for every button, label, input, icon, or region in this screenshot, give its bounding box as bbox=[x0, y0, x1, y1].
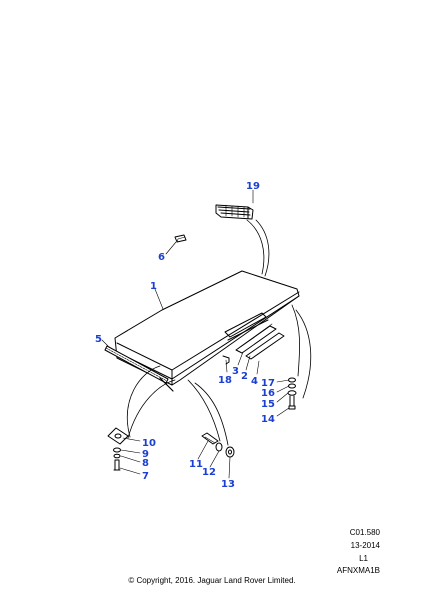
illustration-id: AFNXMA1B bbox=[336, 566, 380, 575]
callout-9: 9 bbox=[142, 449, 149, 460]
part-6-clip bbox=[174, 234, 187, 243]
copyright-notice: © Copyright, 2016. Jaguar Land Rover Lim… bbox=[128, 576, 296, 585]
part-1-panel bbox=[114, 270, 300, 386]
callout-18: 18 bbox=[218, 375, 232, 386]
reference-date: 13-2014 bbox=[350, 541, 380, 550]
callout-15: 15 bbox=[261, 399, 275, 410]
callout-5: 5 bbox=[95, 334, 102, 345]
leader-lines bbox=[101, 189, 290, 479]
part-10-plate bbox=[107, 427, 129, 445]
assembly-lines bbox=[126, 219, 312, 446]
callout-6: 6 bbox=[158, 252, 165, 263]
callout-1: 1 bbox=[150, 281, 157, 292]
reference-level: L1 bbox=[359, 554, 368, 563]
part-11-bolt bbox=[201, 432, 219, 445]
callout-7: 7 bbox=[142, 471, 149, 482]
callout-13: 13 bbox=[221, 479, 235, 490]
callout-10: 10 bbox=[142, 438, 156, 449]
callout-19: 19 bbox=[246, 181, 260, 192]
callout-8: 8 bbox=[142, 458, 149, 469]
callout-17: 17 bbox=[261, 378, 275, 389]
part-19-handle bbox=[215, 204, 254, 220]
callout-11: 11 bbox=[189, 459, 203, 470]
callout-4: 4 bbox=[251, 376, 258, 387]
part-5-rail bbox=[104, 345, 169, 384]
callout-3: 3 bbox=[232, 366, 239, 377]
callout-16: 16 bbox=[261, 388, 275, 399]
callout-12: 12 bbox=[202, 467, 216, 478]
reference-code: C01.580 bbox=[349, 528, 380, 537]
callout-2: 2 bbox=[241, 371, 248, 382]
callout-14: 14 bbox=[261, 414, 275, 425]
